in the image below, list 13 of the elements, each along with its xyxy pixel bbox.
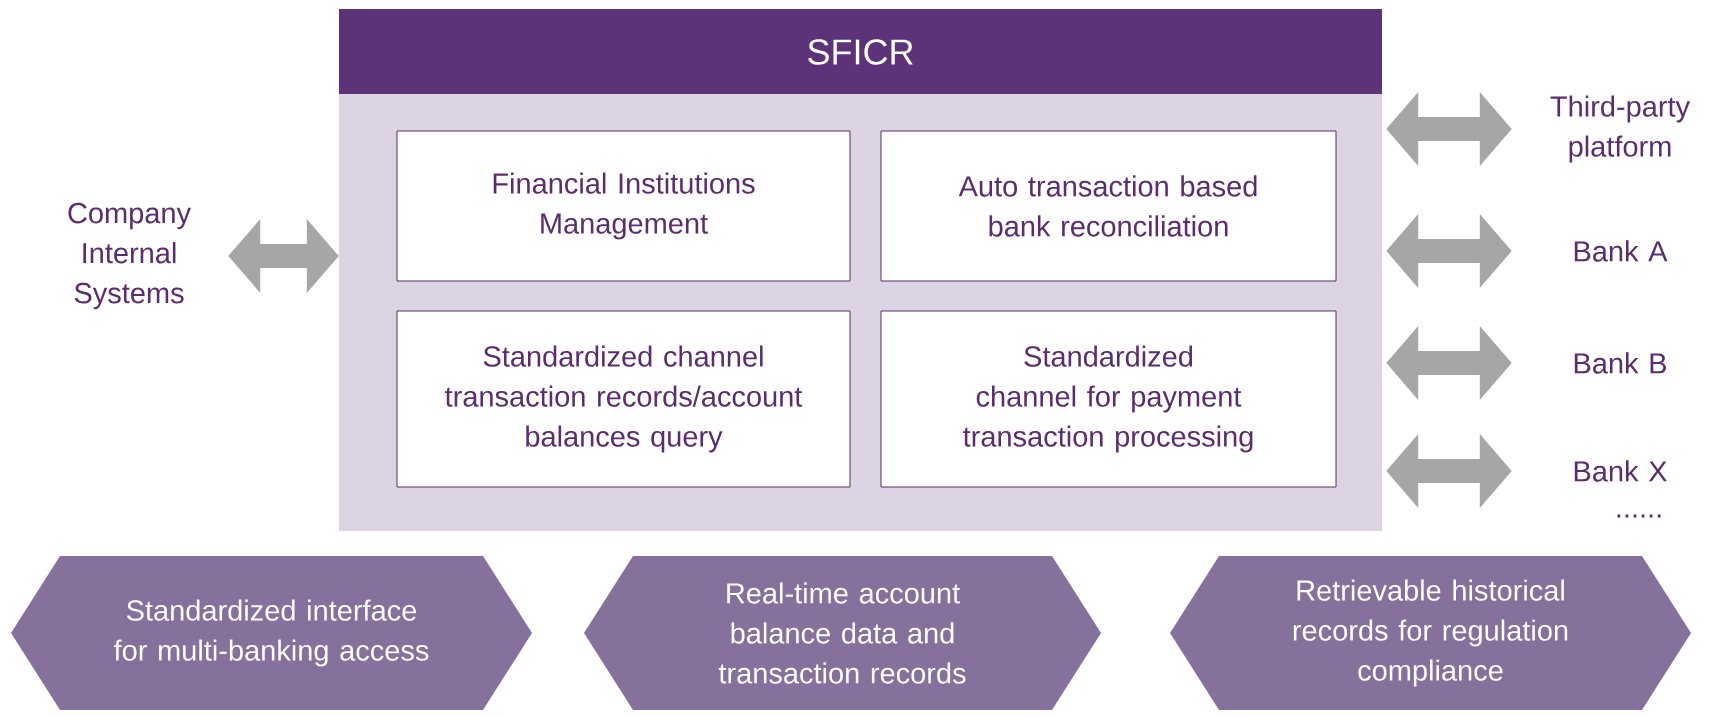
system-label: Bank A: [1574, 240, 1668, 262]
feature-hexagon: Standardized interface for multi-banking access: [11, 556, 532, 710]
feature-hexagon: Retrievable historical records for regulation compliance: [1170, 556, 1691, 710]
ellipsis: ......: [1617, 514, 1661, 518]
module-box: Standardized channel transaction records/account balances query: [396, 310, 851, 488]
system-label: Third-party platform: [1550, 95, 1691, 163]
system-label: Bank B: [1574, 352, 1666, 374]
module-box: Financial Institutions Management: [396, 130, 851, 282]
module-box: Auto transaction based bank reconciliation: [880, 130, 1337, 282]
system-label: Company Internal Systems: [68, 202, 191, 310]
system-label: Bank X: [1574, 460, 1667, 482]
module-box: Standardized channel for payment transaction processing: [880, 310, 1337, 488]
feature-hexagon: Real-time account balance data and transaction records: [584, 556, 1101, 710]
